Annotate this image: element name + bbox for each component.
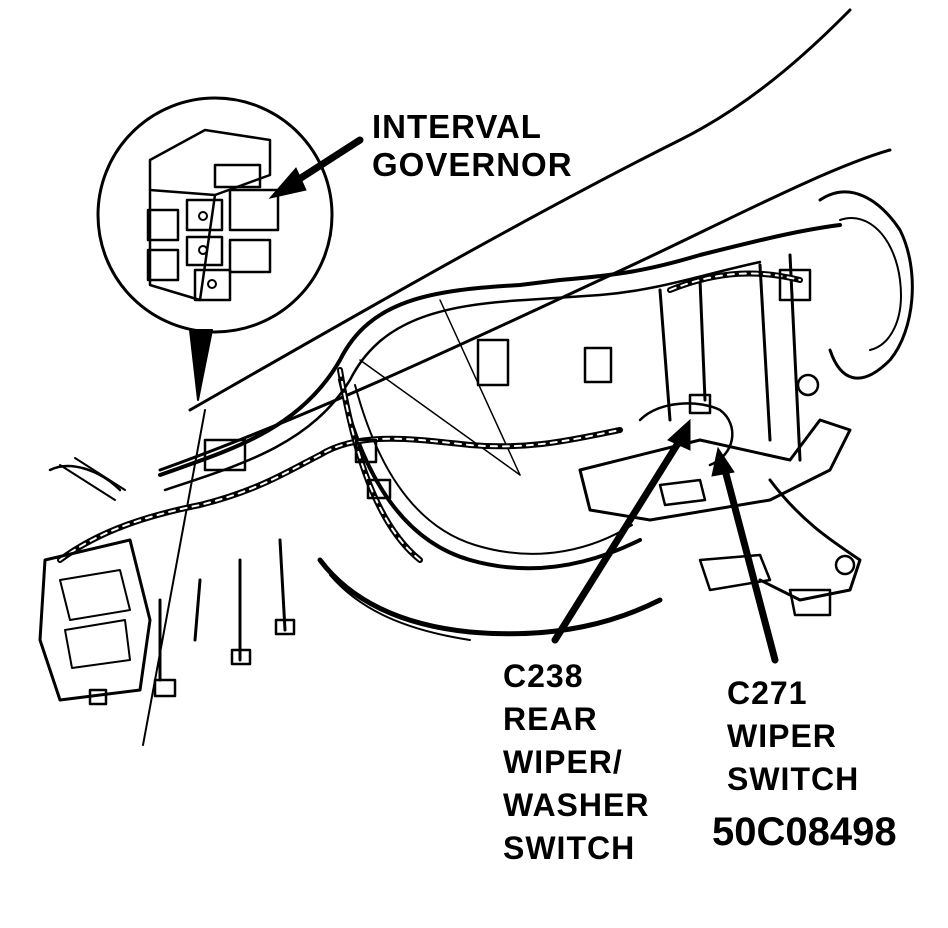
left-fuse-block [38,538,152,702]
inset-pointer [189,329,213,401]
label-line: GOVERNOR [372,146,573,183]
label-line: C238 [503,658,584,694]
figure-code: 50C08498 [712,810,897,854]
relay-center [146,128,280,302]
c271-arrow [721,466,779,664]
label-line: C271 [727,675,808,711]
label-line: WIPER/ [503,744,623,780]
c271-label: C271 WIPER SWITCH [727,672,859,801]
label-line: SWITCH [503,830,636,866]
c238-arrow [551,436,684,644]
wiring-harness-main [57,427,623,563]
lower-dash-curve [317,557,663,637]
label-line: WIPER [727,718,837,754]
label-line: SWITCH [727,761,860,797]
interval-governor-label: INTERVAL GOVERNOR [372,108,573,184]
windshield-edge [188,8,852,412]
label-line: REAR [503,701,598,737]
cluster-opening [338,378,642,571]
steering-column [578,418,852,522]
inset-circle [96,96,334,334]
interval-arrow [286,136,364,189]
dash-top-outline [158,223,842,477]
c238-label: C238 REAR WIPER/ WASHER SWITCH [503,655,649,870]
label-line: WASHER [503,787,650,823]
leader-arrows [268,136,779,664]
right-structure [658,253,802,462]
label-line: INTERVAL [372,108,542,145]
